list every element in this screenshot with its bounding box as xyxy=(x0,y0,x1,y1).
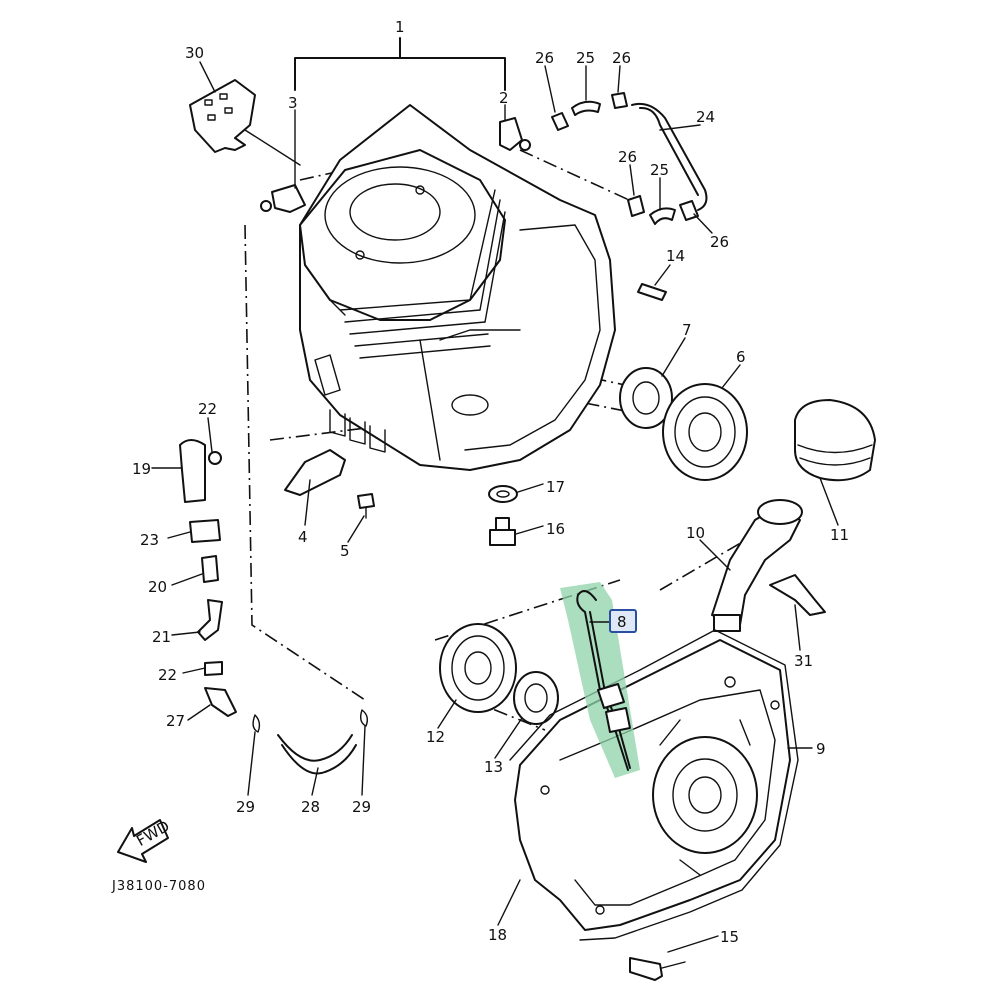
callout-22-upper[interactable]: 22 xyxy=(198,400,217,418)
part-29-clip-left xyxy=(252,714,261,733)
callout-14[interactable]: 14 xyxy=(666,247,685,265)
part-26-clamp-d xyxy=(679,200,699,221)
callout-4[interactable]: 4 xyxy=(298,528,308,546)
callout-25-upper[interactable]: 25 xyxy=(576,49,595,67)
part-19-hose xyxy=(179,439,206,503)
callout-27[interactable]: 27 xyxy=(166,712,185,730)
breather-hose-assembly xyxy=(551,92,708,225)
callout-24[interactable]: 24 xyxy=(696,108,715,126)
callout-31[interactable]: 31 xyxy=(794,652,813,670)
callout-22-lower[interactable]: 22 xyxy=(158,666,177,684)
callout-1[interactable]: 1 xyxy=(395,18,405,36)
callout-16[interactable]: 16 xyxy=(546,520,565,538)
part-2-fitting xyxy=(499,117,531,151)
callout-19[interactable]: 19 xyxy=(132,460,151,478)
callout-29-left[interactable]: 29 xyxy=(236,798,255,816)
part-28-hose xyxy=(277,734,357,775)
part-7-oil-seal xyxy=(619,367,673,429)
part-8-dipstick[interactable] xyxy=(560,582,640,778)
part-14-pin xyxy=(637,283,667,301)
part-26-clamp-b xyxy=(611,92,628,109)
part-25-hose-upper xyxy=(571,100,601,116)
part-12-bearing xyxy=(439,623,517,713)
part-30-shield xyxy=(189,79,301,166)
part-29-clip-right xyxy=(359,709,369,727)
part-6-bearing xyxy=(662,383,748,481)
part-10-filler-pipe xyxy=(711,499,803,632)
callout-30[interactable]: 30 xyxy=(185,44,204,62)
part-15-bolt xyxy=(629,957,686,981)
left-column-parts xyxy=(179,439,237,717)
callout-3[interactable]: 3 xyxy=(288,94,298,112)
callout-8-label-selected[interactable]: 8 xyxy=(617,613,627,631)
leader-lines xyxy=(151,61,839,953)
callout-6[interactable]: 6 xyxy=(736,348,746,366)
callout-21[interactable]: 21 xyxy=(152,628,171,646)
callout-5[interactable]: 5 xyxy=(340,542,350,560)
callout-7[interactable]: 7 xyxy=(682,321,692,339)
callout-15[interactable]: 15 xyxy=(720,928,739,946)
callout-28[interactable]: 28 xyxy=(301,798,320,816)
callout-29-right[interactable]: 29 xyxy=(352,798,371,816)
callout-11[interactable]: 11 xyxy=(830,526,849,544)
part-22-clamp-lower xyxy=(204,661,223,676)
part-25-hose-lower xyxy=(649,207,676,225)
part-11-cap xyxy=(794,399,876,482)
part-27-fitting xyxy=(204,687,237,717)
part-9-crankcase-cover xyxy=(514,639,791,931)
part-16-drain-plug xyxy=(489,517,516,546)
callout-18[interactable]: 18 xyxy=(488,926,507,944)
part-20-valve xyxy=(201,555,219,583)
callout-23[interactable]: 23 xyxy=(140,531,159,549)
callout-26-b[interactable]: 26 xyxy=(612,49,631,67)
part-24-pipe xyxy=(631,102,708,211)
part-17-washer xyxy=(488,485,518,503)
part-26-clamp-a xyxy=(551,112,569,131)
callout-10[interactable]: 10 xyxy=(686,524,705,542)
callout-numbers: 1 2 3 4 5 6 7 8 9 10 11 12 13 14 15 16 1… xyxy=(132,18,849,946)
callout-20[interactable]: 20 xyxy=(148,578,167,596)
part-13-oil-seal xyxy=(513,671,559,725)
callout-2[interactable]: 2 xyxy=(499,89,509,107)
part-4-plate xyxy=(284,449,346,496)
drawing-code: J38100-7080 xyxy=(111,879,206,894)
callout-26-c[interactable]: 26 xyxy=(618,148,637,166)
part-1-bracket xyxy=(294,37,506,91)
part-26-clamp-c xyxy=(627,195,645,217)
fwd-direction-arrow: FWD xyxy=(117,817,173,863)
callout-26-d[interactable]: 26 xyxy=(710,233,729,251)
callout-25-lower[interactable]: 25 xyxy=(650,161,669,179)
part-22-clamp-upper xyxy=(208,451,222,465)
callout-13[interactable]: 13 xyxy=(484,758,503,776)
dipstick-rod xyxy=(576,590,629,771)
callout-9[interactable]: 9 xyxy=(816,740,826,758)
part-5-bolt xyxy=(357,493,375,519)
callout-17[interactable]: 17 xyxy=(546,478,565,496)
part-31-clip xyxy=(769,574,826,616)
callout-12[interactable]: 12 xyxy=(426,728,445,746)
crankcase-cylinder xyxy=(299,104,616,471)
callout-26-a[interactable]: 26 xyxy=(535,49,554,67)
part-21-hose xyxy=(197,599,223,641)
part-3-fitting xyxy=(260,184,306,213)
part-23-clamp xyxy=(189,519,221,543)
callout-8-selection-box xyxy=(609,609,637,633)
